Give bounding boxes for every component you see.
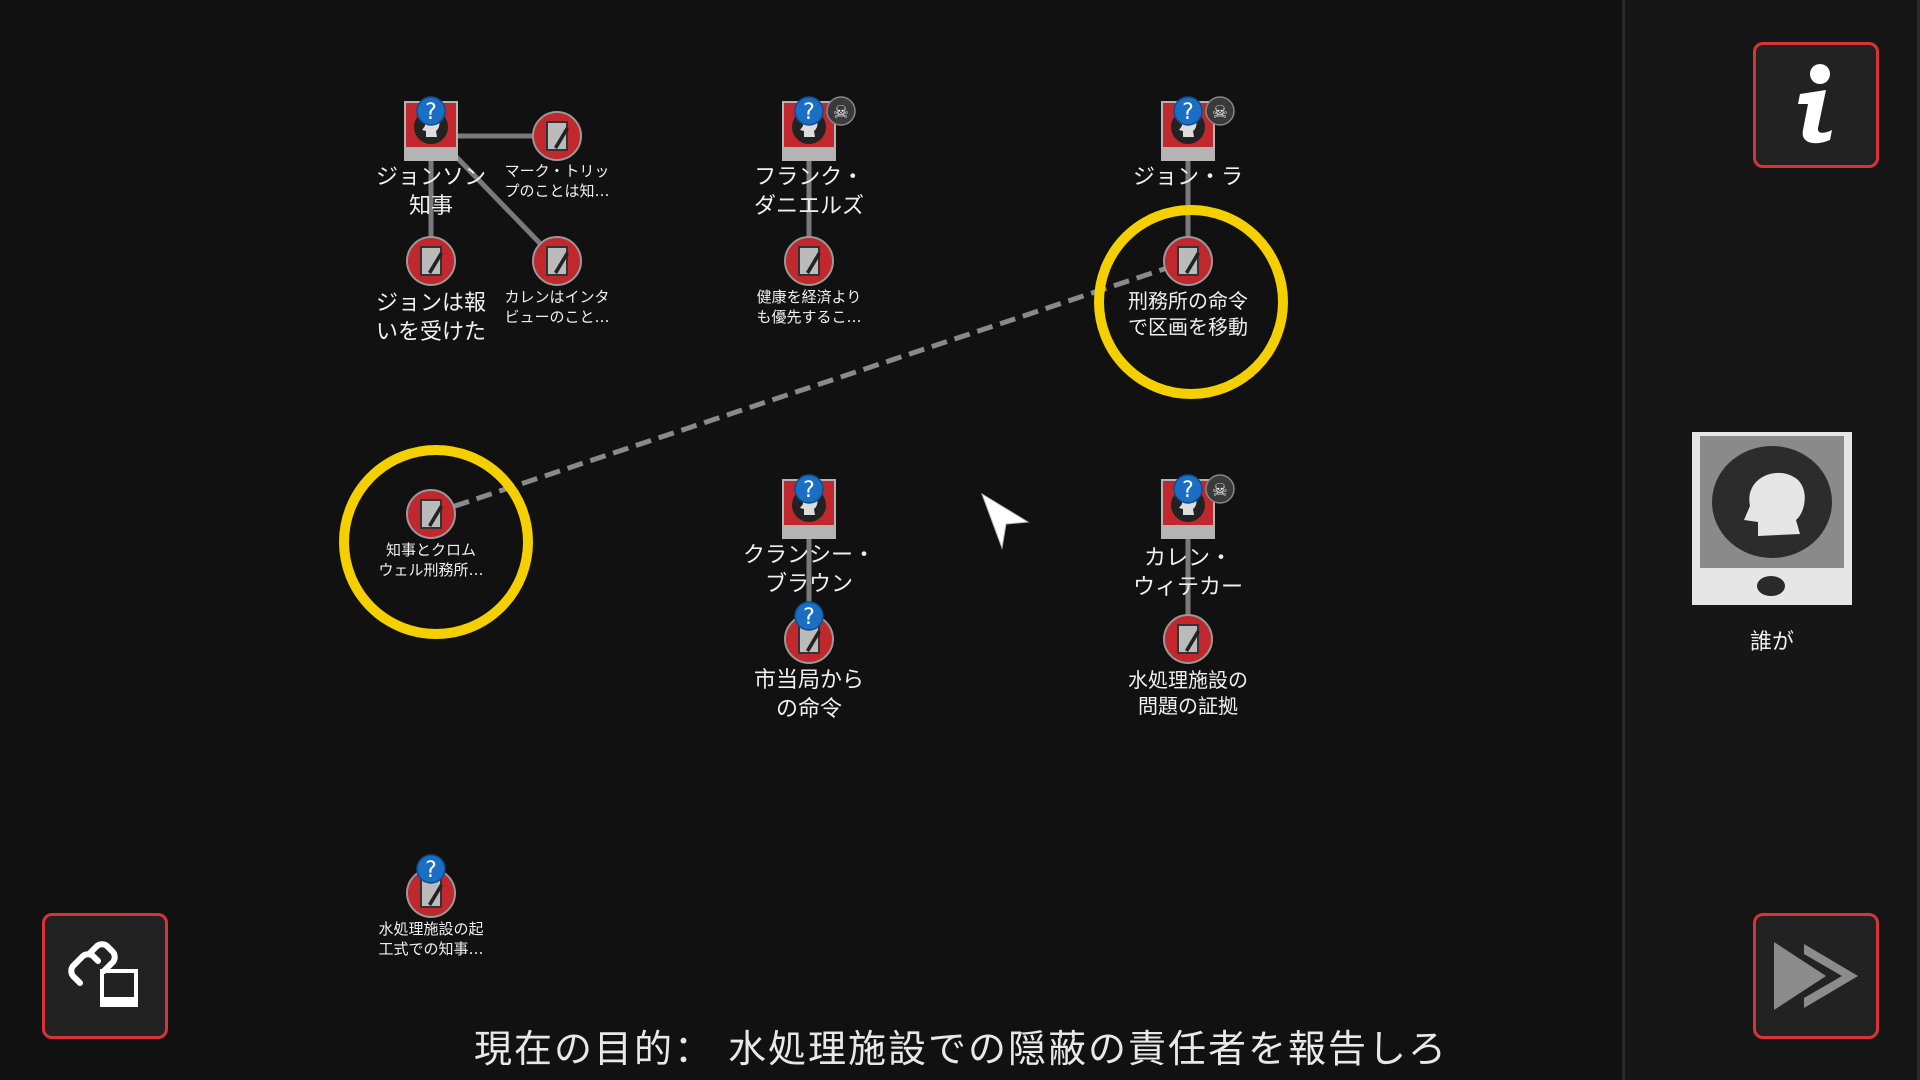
question-icon [416,96,446,126]
note-icon [532,111,582,161]
fast-forward-button[interactable] [1753,913,1879,1039]
highlight-ring [1094,205,1288,399]
note-icon [406,489,456,539]
connection-lines [339,131,1288,639]
side-panel: 誰が [1622,0,1920,1080]
fast-forward-icon [1774,942,1858,1010]
note-label: 知事とクロムウェル刑務所… [378,541,484,579]
person-label: フランク・ダニエルズ [753,165,864,219]
question-icon [1173,96,1203,126]
question-icon [794,474,824,504]
selected-suspect-card[interactable] [1692,432,1852,605]
question-icon [794,601,824,631]
link-icon [68,941,138,1007]
note-label: ジョンは報いを受けた [375,291,486,345]
note-icon [1163,614,1213,664]
person-label: ジョン・ラ [1132,165,1243,190]
note-label: 水処理施設の起工式での知事… [378,920,484,958]
skull-icon [1205,474,1235,504]
note-label: 水処理施設の問題の証拠 [1128,668,1248,718]
current-objective: 現在の目的： 水処理施設での隠蔽の責任者を報告しろ [473,1027,1449,1071]
selected-label: 誰が [1749,630,1794,655]
link-line [438,138,559,263]
person-label: カレン・ウィテカー [1132,546,1243,600]
highlight-ring [339,445,533,639]
note-label: 刑務所の命令で区画を移動 [1128,289,1248,339]
skull-icon [826,96,856,126]
card-dot [1757,576,1785,596]
person-label: クランシー・ブラウン [742,543,875,597]
skull-icon [1205,96,1235,126]
question-icon [1173,474,1203,504]
note-icon [784,236,834,286]
note-label: マーク・トリップのことは知… [504,162,610,200]
note-icon [1163,236,1213,286]
question-icon [416,854,446,884]
note-label: 健康を経済よりも優先するこ… [756,288,862,326]
note-label: 市当局からの命令 [753,668,864,722]
pending-link-dashed [430,258,1189,517]
info-button[interactable] [1753,42,1879,168]
note-icon [406,236,456,286]
info-icon [1798,64,1832,144]
link-button[interactable] [42,913,168,1039]
person-silhouette-icon [1712,446,1832,558]
mouse-cursor-icon [981,492,1030,550]
note-label: カレンはインタビューのこと… [504,288,610,326]
person-label: ジョンソン知事 [375,165,486,219]
note-icon [532,236,582,286]
question-icon [794,96,824,126]
